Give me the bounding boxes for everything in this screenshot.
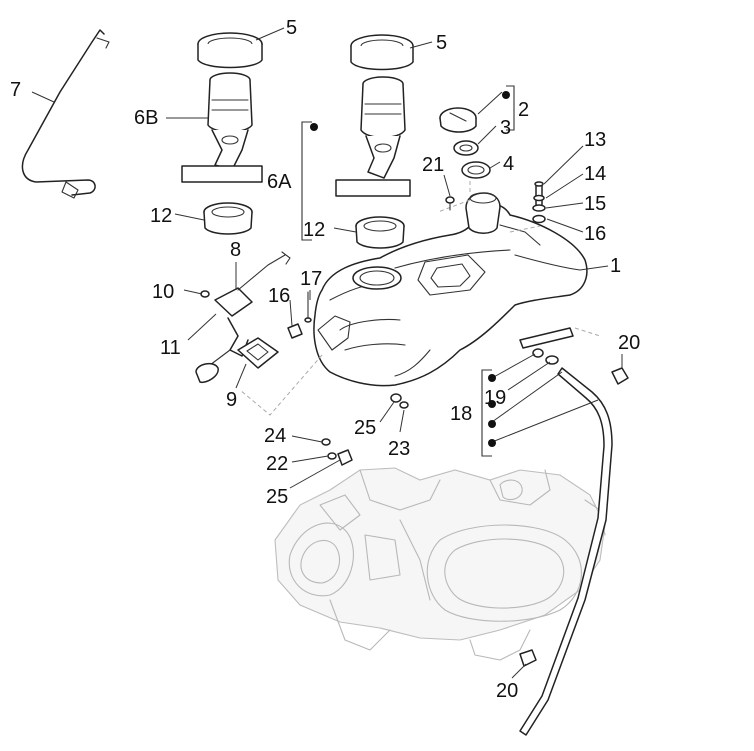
callout-24: 24: [264, 425, 286, 447]
callout-6a: 6A: [267, 171, 292, 193]
part-3-seal: [453, 140, 479, 156]
part-20-clamp-lower: [519, 649, 537, 667]
callout-17: 17: [300, 268, 322, 290]
callout-4: 4: [503, 153, 514, 175]
callout-25-upper: 25: [354, 417, 376, 439]
callout-1: 1: [610, 255, 621, 277]
part-23-screw: [399, 401, 409, 409]
callout-19: 19: [484, 387, 506, 409]
part-25-clip-upper: [390, 393, 402, 403]
callout-12-middle: 12: [303, 219, 325, 241]
callout-10: 10: [152, 281, 174, 303]
part-20-clamp-upper: [611, 367, 629, 385]
part-25-clip-lower: [337, 449, 353, 466]
callout-23: 23: [388, 438, 410, 460]
part-12-gasket-left: [203, 202, 253, 235]
callout-11: 11: [160, 337, 181, 359]
leader-lines: [31, 27, 623, 679]
callout-9: 9: [226, 389, 237, 411]
callout-20-upper: 20: [618, 332, 640, 354]
callout-8: 8: [230, 239, 241, 261]
callout-5-left: 5: [286, 17, 297, 39]
part-6b-fuel-pump: [181, 72, 263, 183]
callout-6b: 6B: [134, 107, 158, 129]
callout-18: 18: [450, 403, 472, 425]
callout-14: 14: [584, 163, 606, 185]
callout-labels: 1 2 3 4 5 5 6A 6B 7 8 9 10 11 12 12 13 1…: [10, 17, 640, 702]
part-24-washer: [321, 438, 331, 446]
callout-21: 21: [422, 154, 444, 176]
callout-12-left: 12: [150, 205, 172, 227]
engine-assembly: [274, 467, 606, 661]
callout-13: 13: [584, 129, 606, 151]
part-12-gasket-middle: [355, 216, 405, 249]
callout-15: 15: [584, 193, 606, 215]
callout-25-lower: 25: [266, 486, 288, 508]
part-6a-fuel-pump: [335, 76, 411, 197]
part-10-screw: [200, 290, 210, 298]
part-22-bolt: [327, 452, 337, 460]
part-16-nut-left: [287, 323, 303, 339]
callout-22: 22: [266, 453, 288, 475]
part-2-filler-cap: [439, 107, 477, 133]
part-5-ring-nut-left: [197, 32, 263, 69]
callout-3: 3: [500, 117, 511, 139]
part-5-ring-nut-middle: [350, 34, 414, 71]
fuel-tank: [313, 192, 588, 387]
part-13-16-bolt-stack: [532, 181, 546, 224]
part-19-hose-clip: [519, 327, 574, 365]
callout-20-lower: 20: [496, 680, 518, 702]
part-9-sensor-gasket: [237, 337, 279, 369]
part-18-breather-hose: [519, 367, 613, 736]
part-8-fuel-level-sensor: [195, 251, 291, 384]
part-17-clip: [304, 291, 312, 323]
callout-2: 2: [518, 99, 529, 121]
callout-16-left: 16: [268, 285, 290, 307]
callout-16-right: 16: [584, 223, 606, 245]
callout-brackets: [301, 85, 515, 457]
callout-7: 7: [10, 79, 21, 101]
part-7-breather-pipe: [21, 29, 110, 199]
part-21-screw: [445, 196, 455, 211]
callout-5-middle: 5: [436, 32, 447, 54]
part-4-seal: [461, 161, 491, 179]
